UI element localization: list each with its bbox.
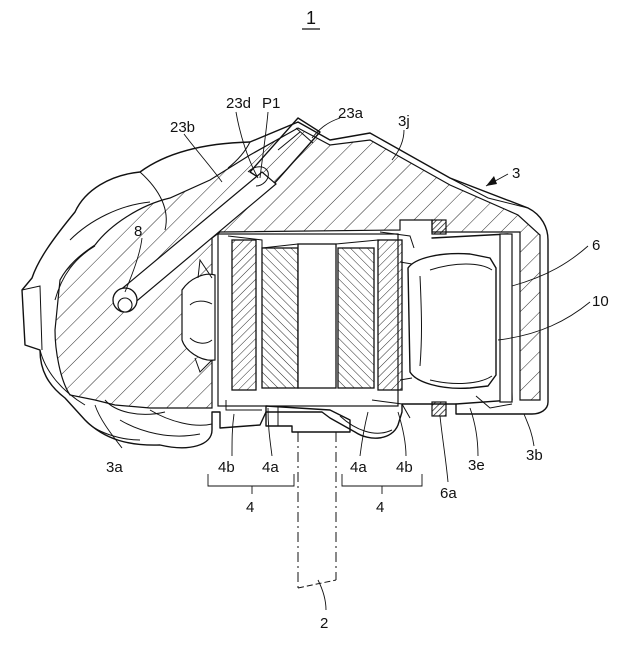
label-4-right: 4 (376, 499, 384, 516)
label-4b-left: 4b (218, 459, 235, 476)
friction-material-left-4a (262, 248, 298, 388)
label-P1: P1 (262, 95, 280, 112)
label-3b: 3b (526, 447, 543, 464)
label-3: 3 (512, 165, 520, 182)
pad-backplate-left-4b (232, 240, 256, 390)
label-4b-right: 4b (396, 459, 413, 476)
mounting-boss (266, 406, 392, 433)
friction-material-right-4a (338, 248, 374, 388)
brace-4-right (342, 474, 422, 494)
axle-shaft-2 (298, 432, 336, 610)
disc-rotor (298, 244, 336, 388)
label-10: 10 (592, 293, 609, 310)
label-23b: 23b (170, 119, 195, 136)
label-4-left: 4 (246, 499, 254, 516)
figure-title: 1 (306, 8, 316, 28)
pad-backplate-right-4b (378, 240, 402, 390)
cylinder-6 (432, 234, 512, 408)
label-8: 8 (134, 223, 142, 240)
label-23d: 23d (226, 95, 251, 112)
piston-seal-6a (432, 402, 446, 416)
piston-10 (400, 254, 496, 389)
label-4a-right: 4a (350, 459, 367, 476)
label-6a: 6a (440, 485, 457, 502)
piston-seal-top (432, 220, 446, 234)
label-6: 6 (592, 237, 600, 254)
brace-4-left (208, 474, 294, 494)
label-23a: 23a (338, 105, 364, 122)
label-2: 2 (320, 615, 328, 632)
label-3e: 3e (468, 457, 485, 474)
label-3j: 3j (398, 113, 410, 130)
label-4a-left: 4a (262, 459, 279, 476)
label-3a: 3a (106, 459, 123, 476)
